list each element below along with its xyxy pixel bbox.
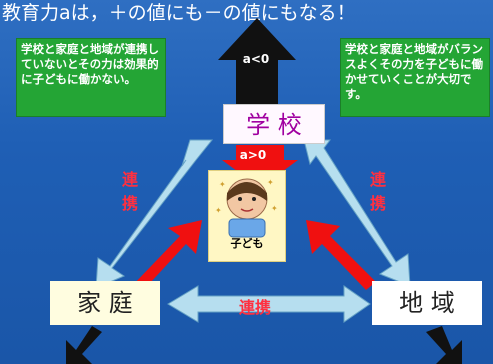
- home-to-child-arrow: [130, 220, 202, 296]
- home-node: 家 庭: [50, 281, 160, 325]
- positive-arrow: [222, 145, 298, 188]
- region-outward-arrow: [426, 326, 462, 364]
- note-right: 学校と家庭と地域がバランスよくその力を子どもに働かせていくことが大切です。: [340, 38, 490, 117]
- left-link-label: 連携: [121, 170, 138, 213]
- negative-arrow: [218, 18, 296, 104]
- bottom-link-label: 連携: [238, 298, 271, 317]
- positive-arrow-label: a>0: [239, 148, 267, 162]
- negative-arrow-label: a<0: [242, 52, 270, 66]
- region-node: 地 域: [372, 281, 482, 325]
- svg-text:✦: ✦: [267, 178, 274, 187]
- svg-text:✦: ✦: [215, 206, 222, 215]
- link-arrow-home-region: [167, 285, 371, 323]
- svg-text:✦: ✦: [271, 204, 278, 213]
- child-illustration: ✦ ✦ ✦ ✦: [208, 170, 286, 262]
- home-outward-arrow: [66, 326, 102, 364]
- svg-text:✦: ✦: [219, 180, 226, 189]
- child-icon: ✦ ✦ ✦ ✦: [215, 178, 278, 238]
- region-to-child-arrow: [306, 220, 376, 290]
- school-node: 学 校: [223, 104, 325, 144]
- child-label: 子ども: [230, 237, 264, 250]
- slide-title: 教育力aは，＋の値にも－の値にもなる！: [2, 2, 356, 24]
- right-link-label: 連携: [369, 170, 386, 213]
- note-left: 学校と家庭と地域が連携していないとその力は効果的に子どもに働かない。: [16, 38, 166, 117]
